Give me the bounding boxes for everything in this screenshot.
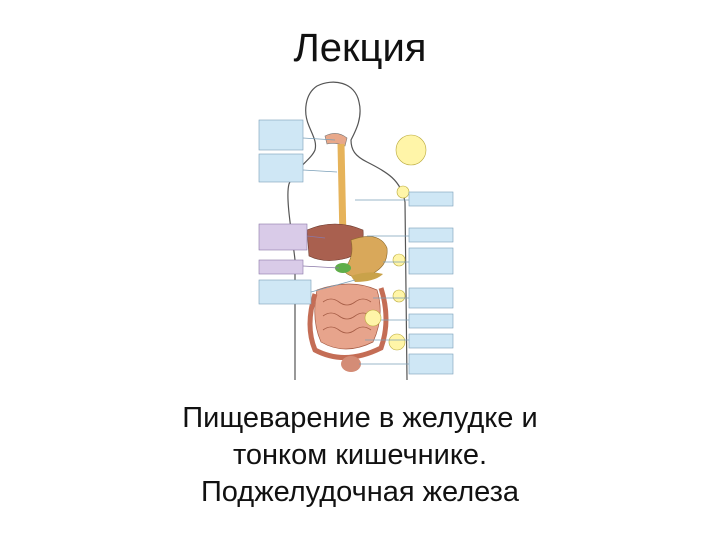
slide-title: Лекция (293, 26, 427, 70)
small-intestine (314, 283, 381, 350)
label-circle (364, 309, 382, 327)
label-box-esophagus (408, 191, 454, 207)
gallbladder (335, 263, 351, 273)
label-box-stomach (408, 227, 454, 243)
label-box-large-intestine (408, 313, 454, 329)
intestine-coils (322, 298, 372, 334)
subtitle-line: Пищеварение в желудке и (182, 402, 538, 434)
label-circle (392, 289, 406, 303)
mouth-cavity (324, 133, 348, 147)
leader-line (302, 169, 338, 173)
label-box-mouth (258, 119, 304, 151)
label-circle (396, 185, 410, 199)
pancreas (351, 272, 383, 282)
slide-subtitle: Пищеварение в желудке и тонком кишечнике… (0, 400, 720, 511)
subtitle-line: Поджелудочная железа (200, 476, 520, 509)
label-box-stomach-enzymes (408, 247, 454, 275)
subtitle-line: тонком кишечнике. (232, 439, 488, 472)
leader-line (310, 279, 356, 293)
label-circle (388, 333, 406, 351)
label-box-gallbladder (258, 259, 304, 275)
body-outline (287, 81, 408, 381)
label-circle (392, 253, 406, 267)
label-box-pancreas (258, 279, 312, 305)
digestive-system-illustration (258, 81, 454, 381)
leader-line (302, 137, 336, 141)
label-box-small-intestine (408, 287, 454, 309)
label-box-anus (408, 353, 454, 375)
label-box-liver (258, 223, 308, 251)
rectum (341, 356, 361, 372)
label-box-saliva (258, 153, 304, 183)
esophagus (337, 143, 347, 241)
leader-line (302, 265, 340, 269)
leader-line (306, 235, 326, 239)
label-box-rectum (408, 333, 454, 349)
digestive-system-diagram (255, 80, 455, 390)
label-circle (395, 134, 427, 166)
